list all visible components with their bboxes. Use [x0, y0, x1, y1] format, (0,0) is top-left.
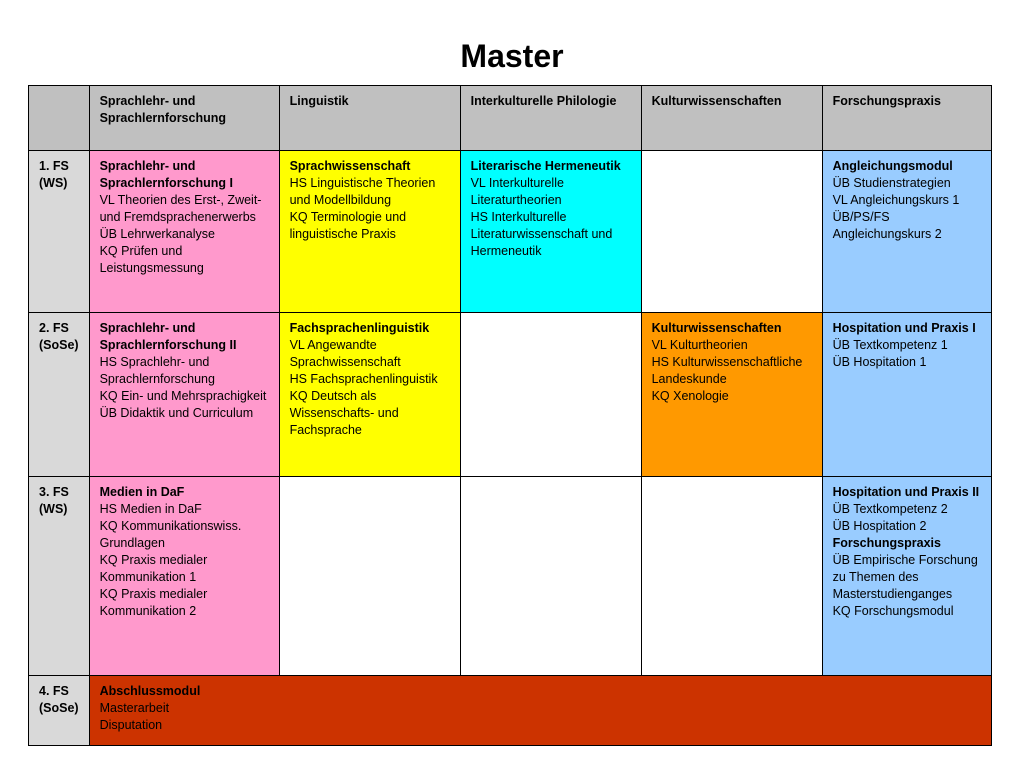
course-item: VL Angewandte Sprachwissenschaft [289, 338, 401, 369]
course-item: VL Theorien des Erst-, Zweit- und Fremds… [99, 193, 262, 224]
course-item: HS Fachsprachenlinguistik [289, 372, 438, 386]
header-row: Sprachlehr- und Sprachlernforschung Ling… [28, 85, 992, 151]
course-item: VL Interkulturelle Literaturtheorien [470, 176, 564, 207]
course-item: VL Kulturtheorien [651, 338, 748, 352]
course-item: KQ Kommunikationswiss. Grundlagen [99, 519, 242, 550]
course-item: HS Linguistische Theorien und Modellbild… [289, 176, 436, 207]
page-title: Master [460, 38, 564, 74]
empty-cell [640, 150, 823, 313]
empty-cell [459, 476, 642, 676]
course-item: KQ Ein- und Mehrsprachigkeit [99, 389, 267, 403]
course-item: KQ Deutsch als Wissenschafts- und Fachsp… [289, 389, 399, 437]
course-item: HS Sprachlehr- und Sprachlernforschung [99, 355, 215, 386]
semester-label: 3. FS (WS) [28, 476, 90, 676]
table-row: 3. FS (WS) Medien in DaF HS Medien in DaF K… [28, 476, 992, 676]
empty-cell [459, 312, 642, 477]
module-heading: Sprachwissenschaft [289, 159, 411, 173]
module-cell: Hospitation und Praxis II ÜB Textkompeten… [821, 476, 992, 676]
course-item: KQ Forschungsmodul [832, 604, 954, 618]
course-item: VL Angleichungskurs 1 [832, 193, 960, 207]
course-item: Masterarbeit [99, 701, 170, 715]
header-cell-linguistik: Linguistik [278, 85, 461, 151]
header-cell-philologie: Interkulturelle Philologie [459, 85, 642, 151]
module-heading: Abschlussmodul [99, 684, 201, 698]
module-heading: Angleichungsmodul [832, 159, 953, 173]
course-item: KQ Praxis medialer Kommunikation 1 [99, 553, 208, 584]
module-heading: Forschungspraxis [832, 536, 941, 550]
course-item: ÜB Textkompetenz 2 [832, 502, 948, 516]
module-cell: Fachsprachenlinguistik VL Angewandte Spra… [278, 312, 461, 477]
table-row: 1. FS (WS)Sprachlehr- und Sprachlernfors… [28, 150, 992, 313]
module-cell: Sprachwissenschaft HS Linguistische Theor… [278, 150, 461, 313]
course-item: ÜB/PS/FS Angleichungskurs 2 [832, 210, 942, 241]
module-heading: Sprachlehr- und Sprachlernforschung II [99, 321, 237, 352]
course-item: KQ Praxis medialer Kommunikation 2 [99, 587, 208, 618]
module-table: Sprachlehr- und Sprachlernforschung Ling… [28, 85, 992, 746]
module-cell: Medien in DaF HS Medien in DaF KQ Kommunik… [88, 476, 280, 676]
module-heading: Hospitation und Praxis II [832, 485, 980, 499]
header-cell-kulturwissenschaften: Kulturwissenschaften [640, 85, 823, 151]
module-heading: Sprachlehr- und Sprachlernforschung I [99, 159, 233, 190]
semester-label: 1. FS (WS) [28, 150, 90, 313]
module-heading: Hospitation und Praxis I [832, 321, 976, 335]
header-cell-sprachlehr: Sprachlehr- und Sprachlernforschung [88, 85, 280, 151]
semester-label: 2. FS (SoSe) [28, 312, 90, 477]
course-item: KQ Terminologie und linguistische Praxis [289, 210, 407, 241]
module-cell: Angleichungsmodul ÜB Studienstrategien VL … [821, 150, 992, 313]
module-cell: Literarische Hermeneutik VL Interkulturel… [459, 150, 642, 313]
module-cell: Kulturwissenschaften VL Kulturtheorien HS … [640, 312, 823, 477]
course-item: Disputation [99, 718, 163, 732]
empty-cell [640, 476, 823, 676]
course-item: ÜB Hospitation 2 [832, 519, 927, 533]
course-item: HS Medien in DaF [99, 502, 202, 516]
semester-label: 4. FS (SoSe) [28, 675, 90, 746]
module-heading: Kulturwissenschaften [651, 321, 782, 335]
module-heading: Literarische Hermeneutik [470, 159, 621, 173]
table-body: 1. FS (WS)Sprachlehr- und Sprachlernfors… [28, 150, 992, 746]
empty-cell [278, 476, 461, 676]
course-item: ÜB Empirische Forschung zu Themen des Ma… [832, 553, 978, 601]
table-row: 2. FS (SoSe)Sprachlehr- und Sprachlernfo… [28, 312, 992, 477]
course-item: ÜB Lehrwerkanalyse [99, 227, 215, 241]
module-heading: Medien in DaF [99, 485, 185, 499]
course-item: KQ Xenologie [651, 389, 729, 403]
course-item: ÜB Didaktik und Curriculum [99, 406, 254, 420]
course-item: ÜB Hospitation 1 [832, 355, 927, 369]
course-item: HS Kulturwissenschaftliche Landeskunde [651, 355, 803, 386]
module-heading: Fachsprachenlinguistik [289, 321, 430, 335]
course-item: HS Interkulturelle Literaturwissenschaft… [470, 210, 613, 258]
course-item: ÜB Studienstrategien [832, 176, 951, 190]
course-item: KQ Prüfen und Leistungsmessung [99, 244, 204, 275]
module-cell: Hospitation und Praxis I ÜB Textkompetenz… [821, 312, 992, 477]
header-cell-corner [28, 85, 90, 151]
header-cell-forschungspraxis: Forschungspraxis [821, 85, 992, 151]
course-item: ÜB Textkompetenz 1 [832, 338, 948, 352]
